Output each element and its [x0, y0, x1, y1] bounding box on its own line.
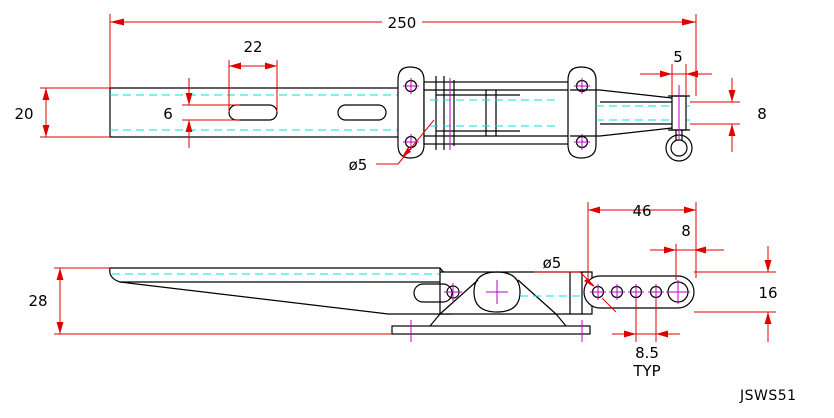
top-left-ear: [397, 66, 425, 159]
drawing-code: JSWS51: [739, 388, 797, 404]
dim-bar-width-label: 20: [14, 105, 33, 123]
top-right-ear: [567, 66, 597, 159]
dim-hole-pitch-note: TYP: [632, 362, 660, 380]
dim-end-hole-label: 8: [681, 222, 691, 240]
dim-end-height: 16: [694, 246, 778, 342]
side-adjust-bar: [583, 275, 695, 309]
dim-hole-pitch-label: 8.5: [635, 344, 659, 362]
dim-pin-width-label: 8: [757, 105, 767, 123]
dim-slot-width-label: 6: [163, 105, 173, 123]
dim-adjust-length-label: 46: [632, 202, 651, 220]
dim-hole-top-label: ø5: [349, 156, 368, 174]
dim-slot-length-label: 22: [243, 38, 262, 56]
top-view: 250 22 6 20: [14, 14, 767, 174]
dim-overall-length-label: 250: [388, 14, 417, 32]
dim-height: 28: [28, 267, 392, 335]
top-slot-2: [337, 104, 387, 121]
side-lever: [109, 267, 453, 315]
dim-slot-length: 22: [228, 38, 278, 112]
dim-pin-width: 8: [690, 78, 767, 152]
dim-hole-pitch: 8.5 TYP: [612, 300, 680, 380]
side-housing: [413, 268, 593, 315]
dim-hole-top: ø5: [349, 119, 435, 174]
dim-adjust-length: 46: [587, 202, 697, 282]
dim-pin-clearance: 5: [640, 48, 712, 96]
dim-pin-clearance-label: 5: [673, 48, 683, 66]
top-bar: [109, 87, 430, 138]
top-slot-1: [228, 104, 278, 121]
side-view: 28 ø5 46 8: [28, 202, 778, 380]
side-base-plate: [391, 313, 591, 342]
dim-end-height-label: 16: [758, 284, 777, 302]
dim-bar-width: 20: [14, 87, 110, 138]
top-draw-rod: [570, 85, 693, 162]
top-clasp-body: [423, 76, 571, 150]
dim-end-hole: 8: [650, 222, 724, 280]
dim-hole-side: ø5: [534, 254, 617, 313]
dim-hole-side-label: ø5: [543, 254, 562, 272]
dim-slot-width: 6: [163, 78, 240, 148]
dim-overall-length: 250: [109, 14, 697, 96]
dim-height-label: 28: [28, 292, 47, 310]
